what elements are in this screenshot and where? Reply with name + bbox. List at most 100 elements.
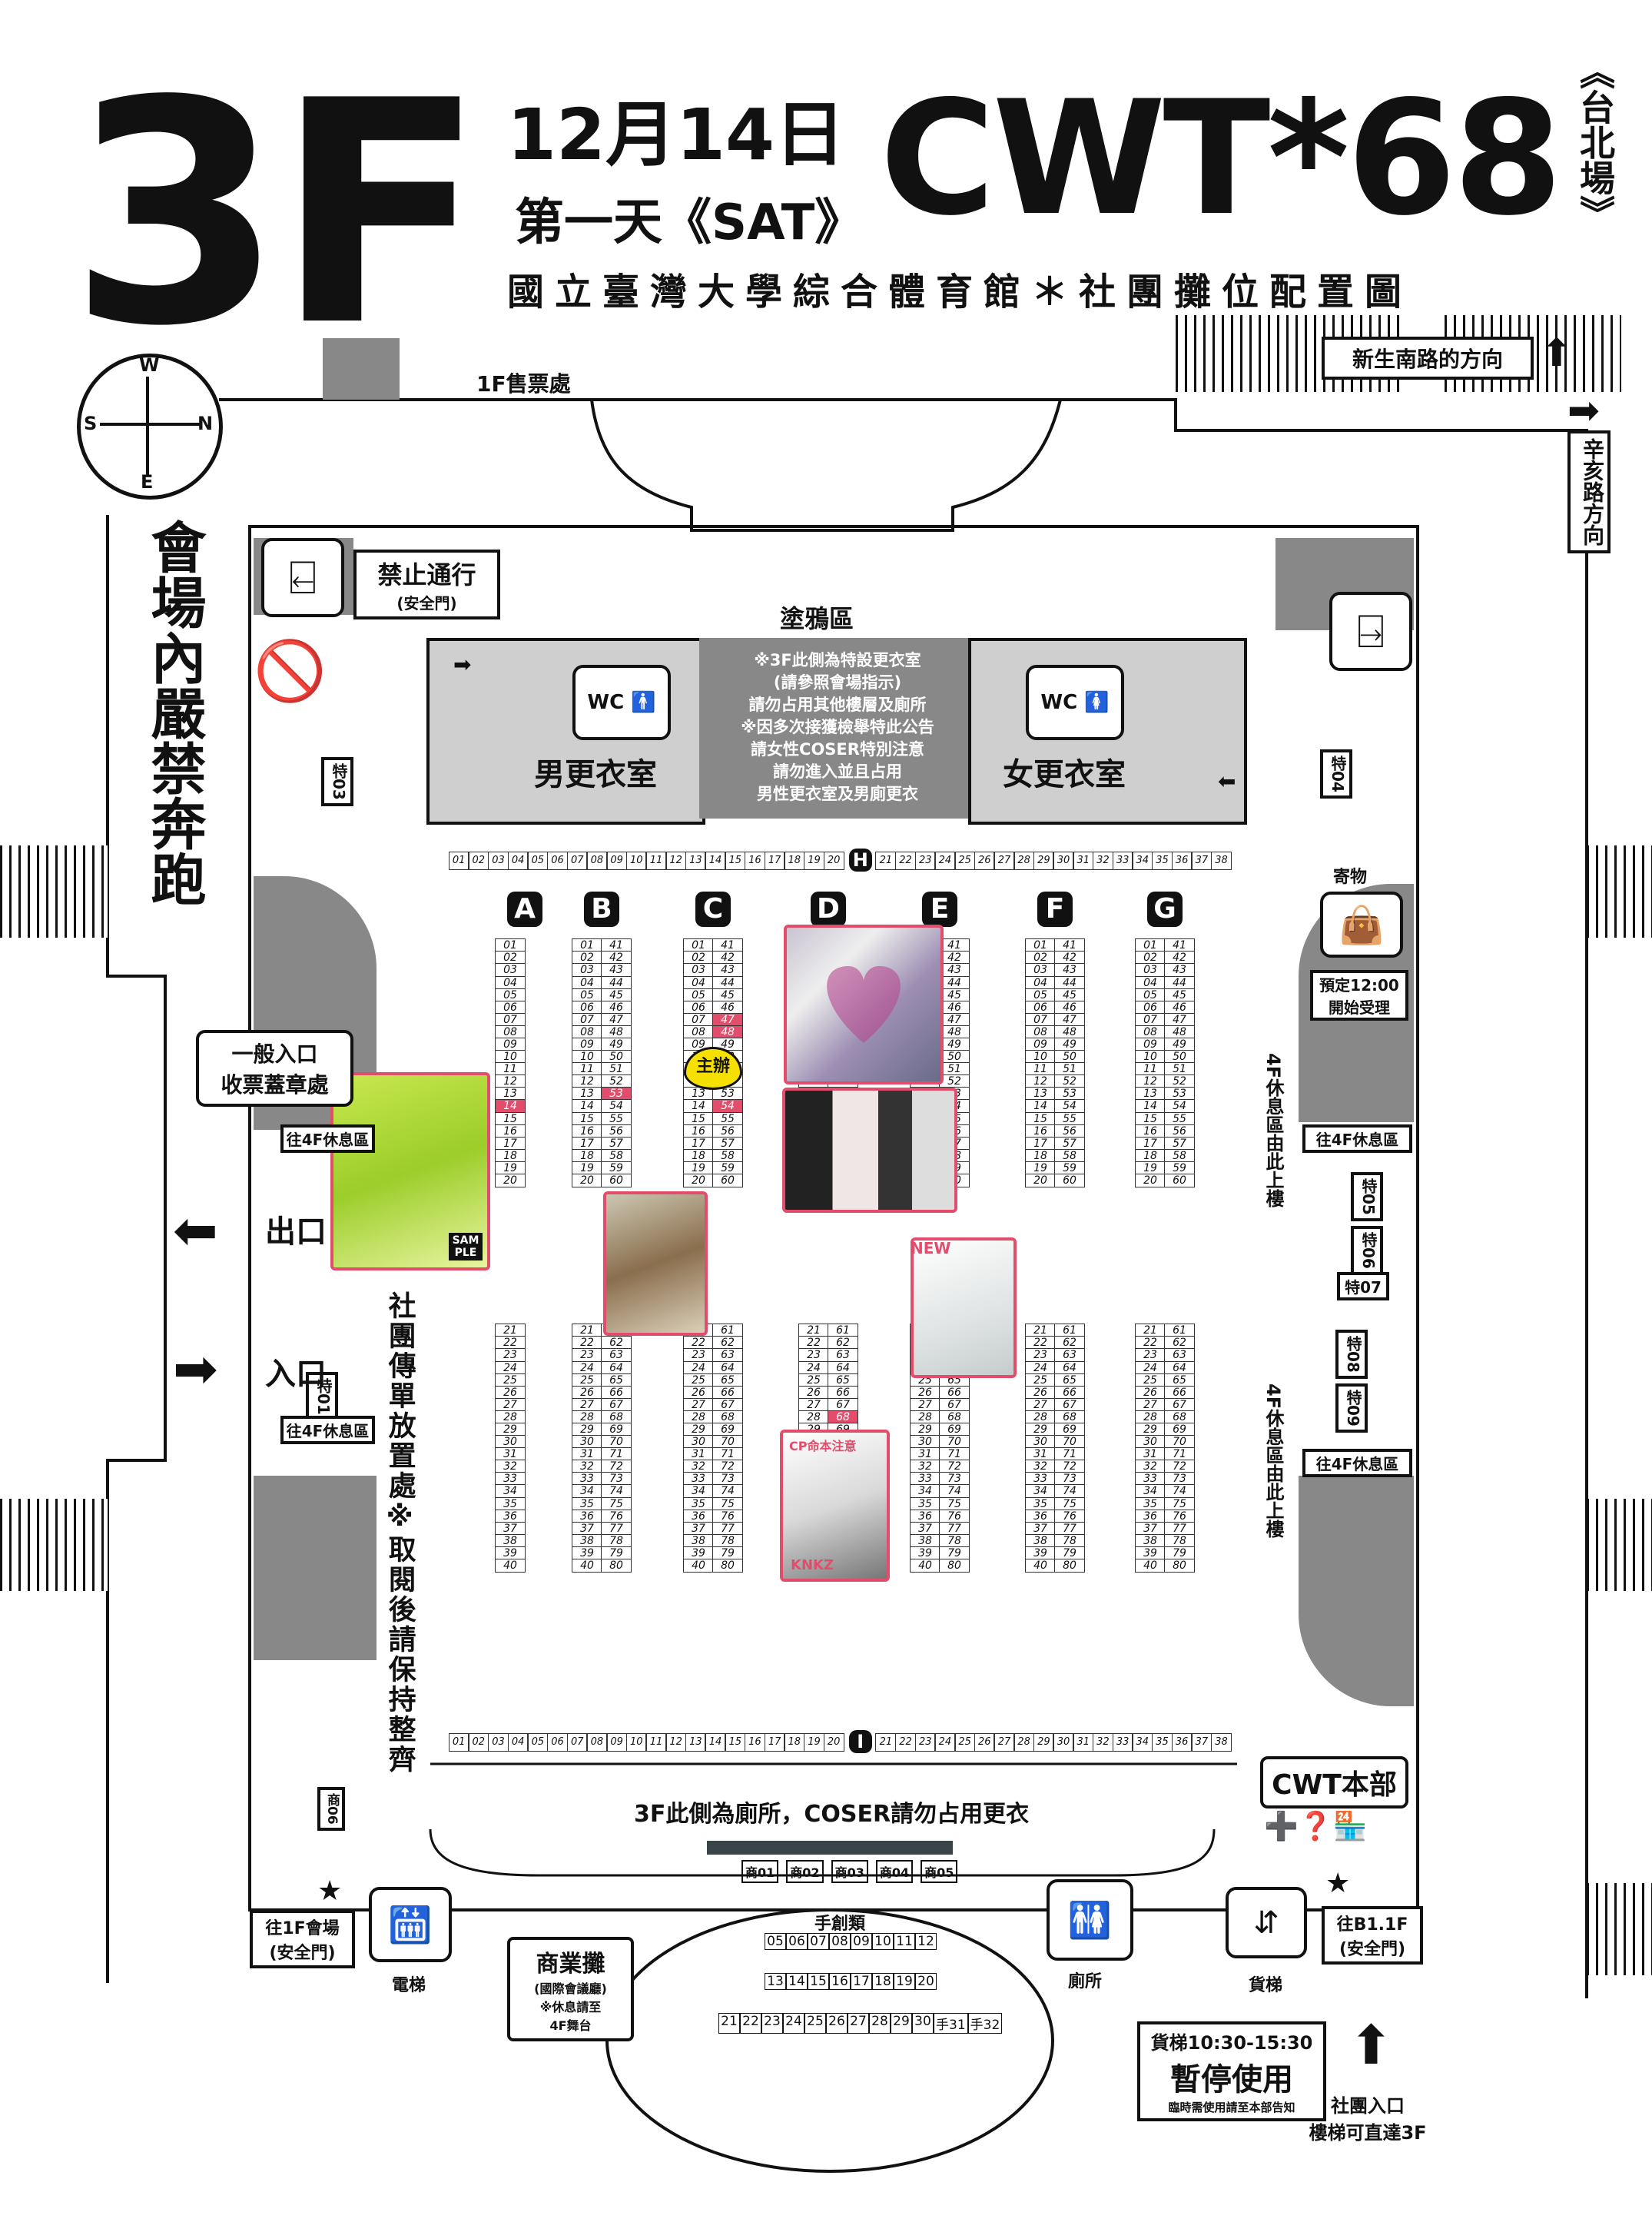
booth-a-27[interactable]: 27 bbox=[495, 1397, 526, 1412]
booth-h-24[interactable]: 24 bbox=[934, 852, 956, 870]
booth-h-20[interactable]: 20 bbox=[823, 852, 844, 870]
booth-h-35[interactable]: 35 bbox=[1151, 852, 1173, 870]
booth-c-08[interactable]: 08 bbox=[683, 1025, 714, 1039]
booth-c-03[interactable]: 03 bbox=[683, 963, 714, 978]
booth-i-20[interactable]: 20 bbox=[823, 1733, 844, 1752]
booth-g-22[interactable]: 22 bbox=[1135, 1336, 1166, 1350]
handmade-booth-14[interactable]: 14 bbox=[786, 1973, 808, 1990]
circle-thumbnail-a14[interactable]: SAM PLE bbox=[330, 1072, 490, 1270]
booth-f-58[interactable]: 58 bbox=[1054, 1148, 1085, 1163]
booth-f-28[interactable]: 28 bbox=[1025, 1410, 1056, 1424]
booth-a-21[interactable]: 21 bbox=[495, 1324, 526, 1337]
booth-g-80[interactable]: 80 bbox=[1164, 1559, 1195, 1573]
booth-g-65[interactable]: 65 bbox=[1164, 1373, 1195, 1387]
booth-h-14[interactable]: 14 bbox=[705, 852, 726, 870]
booth-h-01[interactable]: 01 bbox=[448, 852, 469, 870]
booth-i-34[interactable]: 34 bbox=[1132, 1733, 1153, 1752]
booth-h-29[interactable]: 29 bbox=[1033, 852, 1054, 870]
booth-c-06[interactable]: 06 bbox=[683, 1000, 714, 1015]
cwt-hq[interactable]: CWT本部 bbox=[1260, 1756, 1408, 1808]
booth-g-08[interactable]: 08 bbox=[1135, 1025, 1166, 1039]
booth-a-37[interactable]: 37 bbox=[495, 1521, 526, 1536]
booth-e-38[interactable]: 38 bbox=[910, 1533, 940, 1548]
booth-i-25[interactable]: 25 bbox=[954, 1733, 976, 1752]
booth-e-72[interactable]: 72 bbox=[939, 1460, 970, 1473]
booth-b-60[interactable]: 60 bbox=[601, 1174, 632, 1187]
booth-i-12[interactable]: 12 bbox=[665, 1733, 687, 1752]
booth-g-61[interactable]: 61 bbox=[1164, 1324, 1195, 1337]
booth-f-36[interactable]: 36 bbox=[1025, 1509, 1056, 1523]
booth-g-40[interactable]: 40 bbox=[1135, 1559, 1166, 1573]
booth-g-35[interactable]: 35 bbox=[1135, 1496, 1166, 1511]
booth-c-07[interactable]: 07 bbox=[683, 1012, 714, 1027]
booth-c-19[interactable]: 19 bbox=[683, 1161, 714, 1175]
booth-g-47[interactable]: 47 bbox=[1164, 1012, 1195, 1027]
booth-a-06[interactable]: 06 bbox=[495, 1000, 526, 1015]
booth-b-11[interactable]: 11 bbox=[572, 1062, 602, 1076]
booth-g-06[interactable]: 06 bbox=[1135, 1000, 1166, 1015]
handmade-booth-手32[interactable]: 手32 bbox=[967, 2013, 1003, 2034]
booth-i-15[interactable]: 15 bbox=[725, 1733, 746, 1752]
booth-i-05[interactable]: 05 bbox=[527, 1733, 549, 1752]
booth-e-37[interactable]: 37 bbox=[910, 1521, 940, 1536]
booth-b-27[interactable]: 27 bbox=[572, 1397, 602, 1412]
booth-g-04[interactable]: 04 bbox=[1135, 975, 1166, 990]
booth-h-11[interactable]: 11 bbox=[645, 852, 667, 870]
booth-b-63[interactable]: 63 bbox=[601, 1348, 632, 1363]
booth-d-22[interactable]: 22 bbox=[798, 1336, 829, 1350]
booth-e-66[interactable]: 66 bbox=[939, 1385, 970, 1400]
handmade-booth-26[interactable]: 26 bbox=[826, 2013, 848, 2034]
booth-f-74[interactable]: 74 bbox=[1054, 1484, 1085, 1499]
shop-booth-1[interactable]: 商01 bbox=[741, 1860, 779, 1883]
booth-b-64[interactable]: 64 bbox=[601, 1360, 632, 1375]
booth-g-42[interactable]: 42 bbox=[1164, 951, 1195, 965]
booth-c-64[interactable]: 64 bbox=[712, 1360, 743, 1375]
booth-i-35[interactable]: 35 bbox=[1151, 1733, 1173, 1752]
booth-g-45[interactable]: 45 bbox=[1164, 988, 1195, 1002]
booth-c-58[interactable]: 58 bbox=[712, 1148, 743, 1163]
booth-b-72[interactable]: 72 bbox=[601, 1460, 632, 1473]
booth-g-79[interactable]: 79 bbox=[1164, 1546, 1195, 1560]
booth-e-27[interactable]: 27 bbox=[910, 1397, 940, 1412]
booth-c-60[interactable]: 60 bbox=[712, 1174, 743, 1187]
booth-b-06[interactable]: 06 bbox=[572, 1000, 602, 1015]
handmade-booth-手31[interactable]: 手31 bbox=[934, 2013, 968, 2034]
booth-e-30[interactable]: 30 bbox=[910, 1435, 940, 1449]
booth-b-35[interactable]: 35 bbox=[572, 1496, 602, 1511]
booth-h-32[interactable]: 32 bbox=[1092, 852, 1113, 870]
booth-c-14[interactable]: 14 bbox=[683, 1099, 714, 1114]
booth-f-49[interactable]: 49 bbox=[1054, 1038, 1085, 1051]
booth-g-74[interactable]: 74 bbox=[1164, 1484, 1195, 1499]
booth-g-07[interactable]: 07 bbox=[1135, 1012, 1166, 1027]
booth-g-18[interactable]: 18 bbox=[1135, 1148, 1166, 1163]
booth-g-57[interactable]: 57 bbox=[1164, 1136, 1195, 1151]
booth-i-32[interactable]: 32 bbox=[1092, 1733, 1113, 1752]
booth-i-04[interactable]: 04 bbox=[507, 1733, 529, 1752]
handmade-booth-11[interactable]: 11 bbox=[894, 1933, 915, 1950]
booth-a-20[interactable]: 20 bbox=[495, 1174, 526, 1187]
booth-c-74[interactable]: 74 bbox=[712, 1484, 743, 1499]
booth-g-43[interactable]: 43 bbox=[1164, 963, 1195, 978]
booth-i-22[interactable]: 22 bbox=[894, 1733, 917, 1752]
booth-g-68[interactable]: 68 bbox=[1164, 1410, 1195, 1424]
booth-f-19[interactable]: 19 bbox=[1025, 1161, 1056, 1175]
booth-f-23[interactable]: 23 bbox=[1025, 1348, 1056, 1363]
handmade-booth-27[interactable]: 27 bbox=[848, 2013, 869, 2034]
booth-e-73[interactable]: 73 bbox=[939, 1472, 970, 1486]
booth-c-23[interactable]: 23 bbox=[683, 1348, 714, 1363]
booth-d-23[interactable]: 23 bbox=[798, 1348, 829, 1363]
booth-f-33[interactable]: 33 bbox=[1025, 1472, 1056, 1486]
booth-f-34[interactable]: 34 bbox=[1025, 1484, 1056, 1499]
booth-g-67[interactable]: 67 bbox=[1164, 1397, 1195, 1412]
booth-f-18[interactable]: 18 bbox=[1025, 1148, 1056, 1163]
booth-h-36[interactable]: 36 bbox=[1171, 852, 1193, 870]
booth-b-78[interactable]: 78 bbox=[601, 1533, 632, 1548]
handmade-booth-20[interactable]: 20 bbox=[915, 1973, 937, 1990]
booth-f-35[interactable]: 35 bbox=[1025, 1496, 1056, 1511]
booth-b-69[interactable]: 69 bbox=[601, 1423, 632, 1436]
booth-a-05[interactable]: 05 bbox=[495, 988, 526, 1002]
booth-g-70[interactable]: 70 bbox=[1164, 1435, 1195, 1449]
booth-f-64[interactable]: 64 bbox=[1054, 1360, 1085, 1375]
booth-c-68[interactable]: 68 bbox=[712, 1410, 743, 1424]
booth-a-13[interactable]: 13 bbox=[495, 1087, 526, 1101]
